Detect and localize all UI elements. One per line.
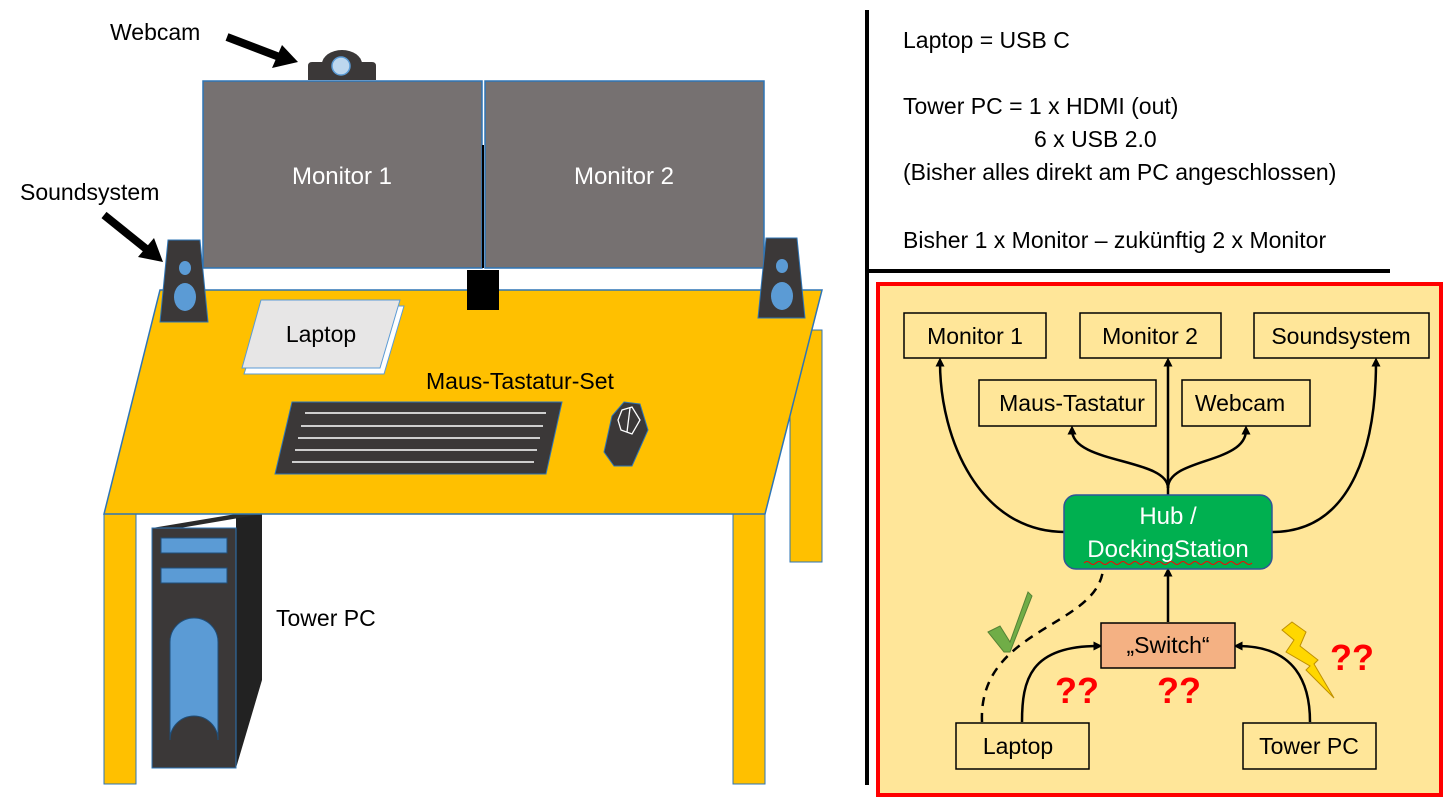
node-maus-tastatur (978, 379, 1157, 427)
laptop (241, 299, 405, 375)
node-soundsystem-label: Soundsystem (1271, 323, 1410, 349)
node-monitor-2 (1079, 312, 1222, 359)
connector-tower-switch (1233, 641, 1312, 723)
desk-leg-front-left (103, 513, 137, 785)
node-switch-label: „Switch“ (1126, 632, 1209, 658)
monitor-2 (484, 80, 765, 269)
node-soundsystem (1253, 312, 1430, 359)
webcam (308, 50, 376, 80)
connector-laptop-switch (1020, 641, 1103, 723)
monitor-1 (202, 80, 483, 269)
node-monitor-1-label: Monitor 1 (927, 323, 1023, 349)
keyboard (274, 401, 563, 475)
connector-hub-maus-tastatur (1067, 425, 1170, 489)
node-laptop-label: Laptop (983, 733, 1053, 759)
node-switch (1100, 622, 1236, 669)
speaker-left (159, 239, 209, 323)
node-monitor-2-label: Monitor 2 (1102, 323, 1198, 349)
info-text: Laptop = USB C Tower PC = 1 x HDMI (out)… (903, 27, 1336, 253)
laptop-label: Laptop (286, 321, 356, 347)
arrow-icon (101, 211, 163, 262)
keyboard-label: Maus-Tastatur-Set (426, 368, 615, 394)
node-maus-tastatur-label: Maus-Tastatur (999, 390, 1145, 416)
info-line-2: Tower PC = 1 x HDMI (out) (903, 93, 1178, 119)
monitor-2-label: Monitor 2 (574, 163, 674, 190)
desk-scene: Monitor 1 Monitor 2 Webcam Soundsystem (20, 19, 823, 785)
node-hub-dockingstation (1063, 494, 1273, 570)
info-line-5: Bisher 1 x Monitor – zukünftig 2 x Monit… (903, 227, 1326, 253)
checkmark-icon (987, 591, 1033, 653)
soundsystem-label: Soundsystem (20, 179, 159, 205)
node-tower-pc (1242, 722, 1377, 770)
monitor-stand (467, 270, 499, 310)
node-hub-label-1: Hub / (1139, 503, 1197, 530)
node-webcam-label: Webcam (1195, 390, 1285, 416)
connector-hub-webcam (1166, 425, 1251, 489)
arrow-icon (225, 33, 298, 68)
lightning-icon (1281, 621, 1335, 699)
info-line-3: 6 x USB 2.0 (1034, 126, 1157, 152)
question-marks-switch: ?? (1157, 670, 1201, 711)
info-line-4: (Bisher alles direkt am PC angeschlossen… (903, 159, 1336, 185)
node-laptop (955, 722, 1090, 770)
node-webcam (1181, 379, 1311, 427)
node-hub-label-2: DockingStation (1087, 536, 1248, 563)
monitor-1-label: Monitor 1 (292, 163, 392, 190)
question-marks-laptop: ?? (1055, 670, 1099, 711)
webcam-label: Webcam (110, 19, 200, 45)
speaker-right (757, 237, 806, 319)
desk-leg-front-right (732, 513, 766, 785)
tower-pc-label: Tower PC (276, 605, 376, 631)
mouse (603, 401, 649, 467)
node-tower-pc-label: Tower PC (1259, 733, 1359, 759)
node-monitor-1 (903, 312, 1047, 359)
connector-hub-monitor1 (935, 357, 1066, 534)
connection-schema: Monitor 1 Monitor 2 Soundsystem Maus-Tas… (876, 282, 1443, 797)
tower-pc (151, 514, 262, 769)
question-marks-tower: ?? (1330, 637, 1374, 678)
connector-laptop-hub-dashed (980, 569, 1105, 723)
connector-hub-soundsystem (1271, 357, 1381, 534)
info-line-1: Laptop = USB C (903, 27, 1070, 53)
